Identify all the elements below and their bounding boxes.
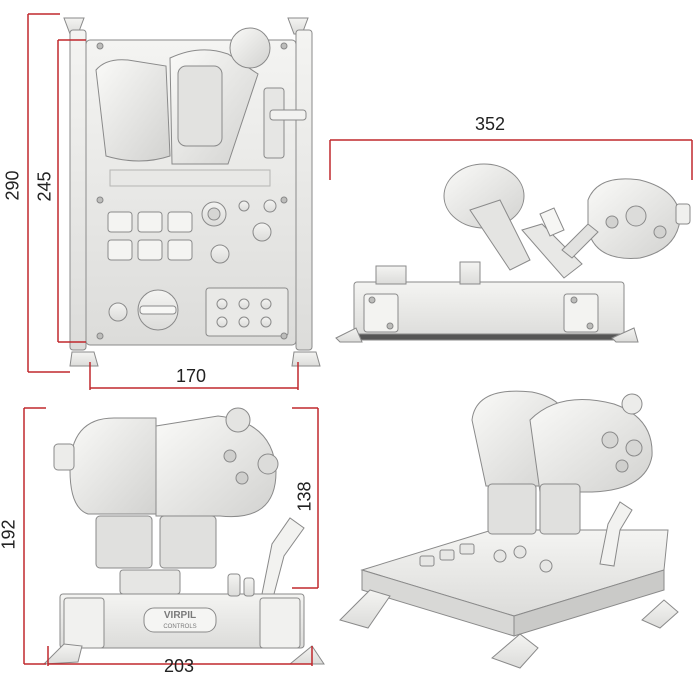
virpil-logo-plate <box>143 607 217 633</box>
isometric-view <box>339 390 679 669</box>
dim-label-top-height-outer: 290 <box>2 170 23 201</box>
front-view-dimensions <box>23 407 319 666</box>
rotary-knob-3 <box>210 244 230 264</box>
top-view-dimensions <box>27 13 299 390</box>
dim-label-front-height-outer: 192 <box>0 519 19 550</box>
rotary-knob-2 <box>252 222 272 242</box>
toggle-switch-block <box>205 287 289 337</box>
foot-bottom-right <box>291 351 321 367</box>
side-view <box>335 163 691 343</box>
front-view <box>42 407 325 665</box>
dim-label-top-width: 170 <box>176 366 207 386</box>
logo-brand-text: VIRPIL <box>164 610 196 621</box>
throttle-lever-left <box>95 59 171 162</box>
foot-bottom-left <box>69 351 99 367</box>
dim-label-front-width: 203 <box>164 656 195 676</box>
dim-label-side-width: 352 <box>475 114 506 134</box>
top-view <box>63 17 321 367</box>
dim-label-front-height-inner: 138 <box>294 481 315 512</box>
front-throttle-handle <box>261 517 305 595</box>
logo-sub-text: CONTROLS <box>163 624 196 630</box>
dim-label-top-height-inner: 245 <box>34 171 55 202</box>
thumb-wheel-top <box>229 27 271 69</box>
front-grip-left <box>69 417 157 515</box>
button-grid <box>107 211 193 261</box>
side-view-dimensions <box>329 139 693 180</box>
